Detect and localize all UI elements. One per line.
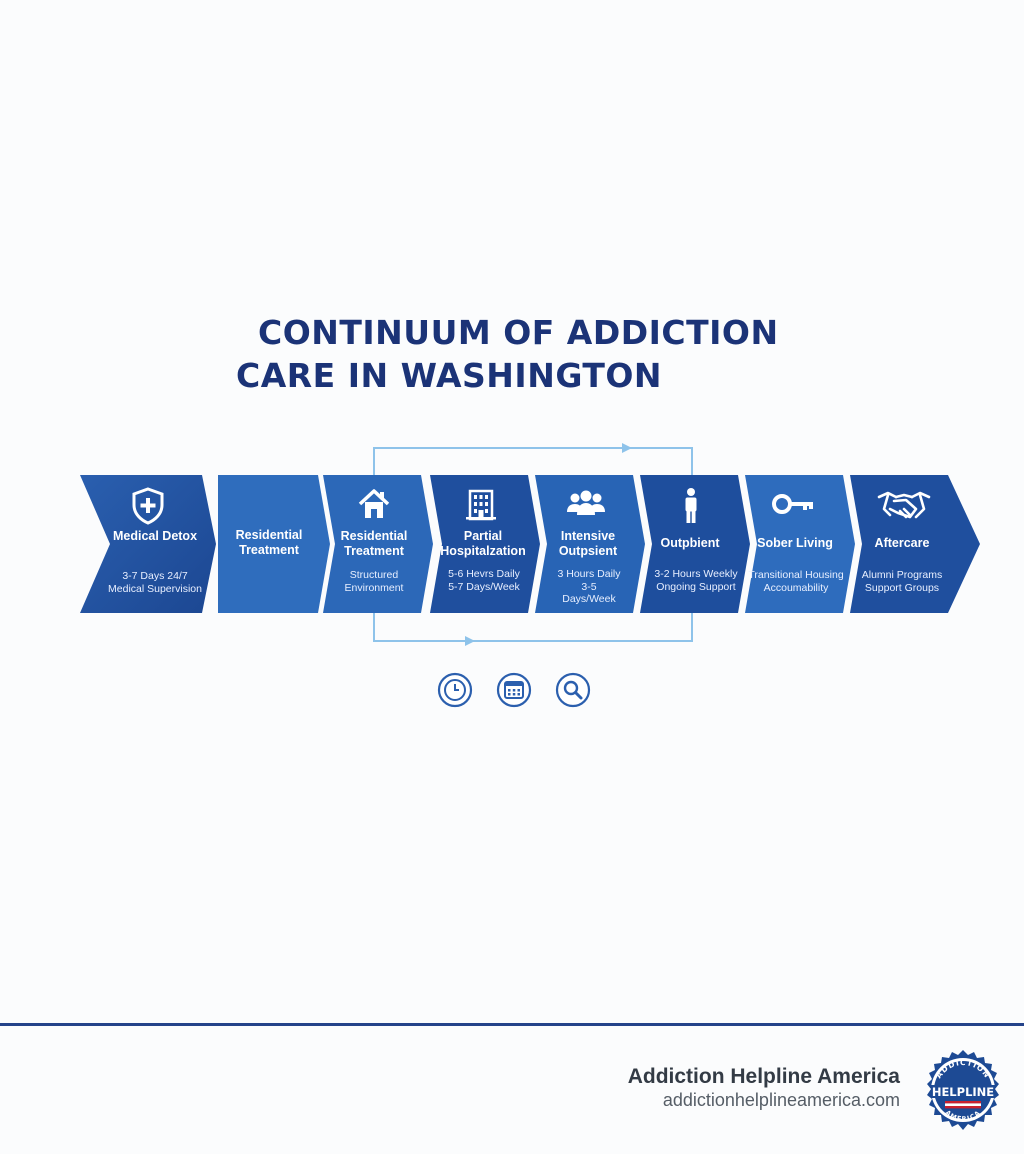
chevron-shape (535, 475, 645, 613)
top-loop-connector (373, 447, 693, 475)
step-medical-detox: Medical Detox 3-7 Days 24/7 Medical Supe… (80, 475, 216, 613)
step-description: Alumni Programs Support Groups (861, 569, 943, 594)
bottom-connector-arrowhead (465, 636, 475, 646)
step-name: Intensive Outpsient (558, 529, 618, 558)
title-line-2: CARE IN WASHINGTON (236, 356, 663, 395)
chevron-shape (850, 475, 980, 613)
step-description: 3-2 Hours Weekly Ongoing Support (654, 568, 738, 593)
step-name: Residential Treatment (340, 529, 408, 558)
calendar-icon (496, 672, 532, 708)
chevron-shape (80, 475, 216, 613)
chevron-shape (323, 475, 433, 613)
shield-cross-icon (80, 487, 216, 525)
bottom-loop-connector (373, 613, 693, 642)
chevron-shape (430, 475, 540, 613)
step-aftercare: Aftercare Alumni Programs Support Groups (850, 475, 980, 613)
tool-icons-row (0, 672, 1024, 712)
search-icon (555, 672, 591, 708)
step-name: Aftercare (874, 536, 930, 550)
step-name: Sober Living (757, 536, 833, 550)
title-line-1: CONTINUUM OF ADDICTION (258, 313, 779, 352)
chevron-shape (640, 475, 750, 613)
house-icon (323, 487, 433, 525)
step-description: 3 Hours Daily 3-5 Days/Week (557, 568, 621, 605)
hospital-building-icon (430, 487, 540, 525)
helpline-america-seal-logo: ADDICTION HELPLINE AMERICA (921, 1049, 1005, 1133)
step-partial-hospitalization: Partial Hospitalzation 5-6 Hevrs Daily 5… (430, 475, 540, 613)
top-connector-arrowhead (622, 443, 632, 453)
svg-text:HELPLINE: HELPLINE (932, 1085, 994, 1099)
step-sober-living: Sober Living Transitional Housing Accoum… (745, 475, 855, 613)
footer-divider (0, 1023, 1024, 1026)
step-outpatient: Outpbient 3-2 Hours Weekly Ongoing Suppo… (640, 475, 750, 613)
chevron-shape (218, 475, 330, 613)
chevron-shape (745, 475, 855, 613)
step-residential-treatment-1: Residential Treatment (218, 475, 330, 613)
group-icon (535, 487, 645, 525)
step-description: Transitional Housing Accoumability (748, 569, 844, 594)
step-name: Residential Treatment (235, 528, 303, 557)
step-description: Structured Environment (344, 569, 404, 594)
brand-name: Addiction Helpline America (627, 1065, 900, 1088)
person-icon (640, 487, 750, 525)
clock-icon (437, 672, 473, 708)
step-name: Outpbient (660, 536, 720, 550)
step-name: Partial Hospitalzation (440, 529, 526, 558)
brand-url[interactable]: addictionhelplineamerica.com (662, 1090, 900, 1110)
key-icon (745, 487, 855, 525)
step-intensive-outpatient: Intensive Outpsient 3 Hours Daily 3-5 Da… (535, 475, 645, 613)
handshake-icon (850, 487, 980, 525)
step-name: Medical Detox (112, 529, 198, 543)
step-residential-treatment-2: Residential Treatment Structured Environ… (323, 475, 433, 613)
step-description: 3-7 Days 24/7 Medical Supervision (108, 570, 202, 595)
step-description: 5-6 Hevrs Daily 5-7 Days/Week (448, 568, 520, 593)
